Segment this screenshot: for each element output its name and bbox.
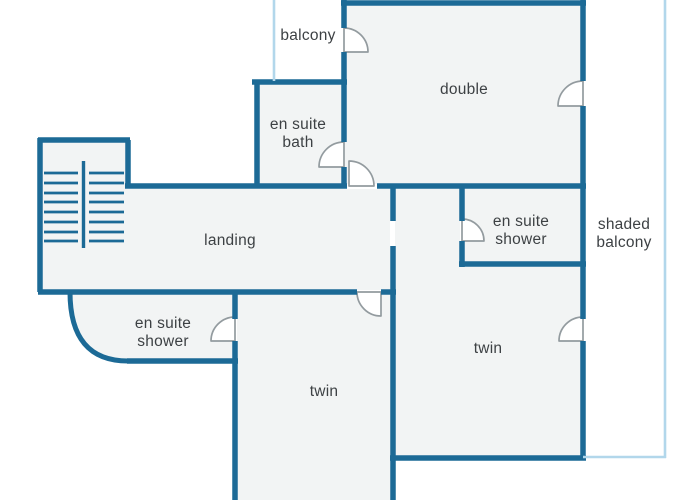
room-label-twin-bottom: twin xyxy=(310,383,339,400)
room-label-shaded-balcony-line2: balcony xyxy=(596,234,651,251)
curved-wall-shower-left xyxy=(67,291,129,364)
room-label-shaded-balcony-line1: shaded xyxy=(598,216,650,233)
room-label-en-suite-shower-left-line2: shower xyxy=(137,333,188,350)
stairs-icon xyxy=(44,161,124,248)
door-arc-en-suite-bath xyxy=(318,141,345,168)
room-label-twin-right: twin xyxy=(474,340,503,357)
doors xyxy=(210,27,584,342)
room-label-landing: landing xyxy=(204,232,256,249)
room-twin-bottom xyxy=(237,294,391,500)
door-arc-double-shaded-balcony xyxy=(557,80,584,107)
walls xyxy=(37,0,586,500)
room-label-en-suite-bath-line2: bath xyxy=(282,134,313,151)
room-labels: balcony double en suite bath landing en … xyxy=(135,27,651,400)
door-arc-landing-twin-bottom xyxy=(356,291,382,317)
room-fills xyxy=(42,5,581,500)
door-arc-balcony xyxy=(343,27,369,53)
room-twin-right xyxy=(395,188,581,456)
room-landing xyxy=(42,142,390,290)
room-label-en-suite-shower-right-line1: en suite xyxy=(493,213,549,230)
room-label-en-suite-shower-left-line1: en suite xyxy=(135,315,191,332)
room-label-double: double xyxy=(440,81,488,98)
door-arc-double-landing xyxy=(348,160,375,187)
room-label-en-suite-shower-right-line2: shower xyxy=(495,231,546,248)
stair-treads xyxy=(44,171,124,243)
room-label-en-suite-bath-line1: en suite xyxy=(270,116,326,133)
room-double xyxy=(345,5,581,184)
room-en-suite-shower-left xyxy=(71,294,233,359)
room-label-balcony: balcony xyxy=(280,27,335,44)
room-en-suite-shower-right xyxy=(464,188,581,262)
balcony-walls xyxy=(272,0,667,459)
